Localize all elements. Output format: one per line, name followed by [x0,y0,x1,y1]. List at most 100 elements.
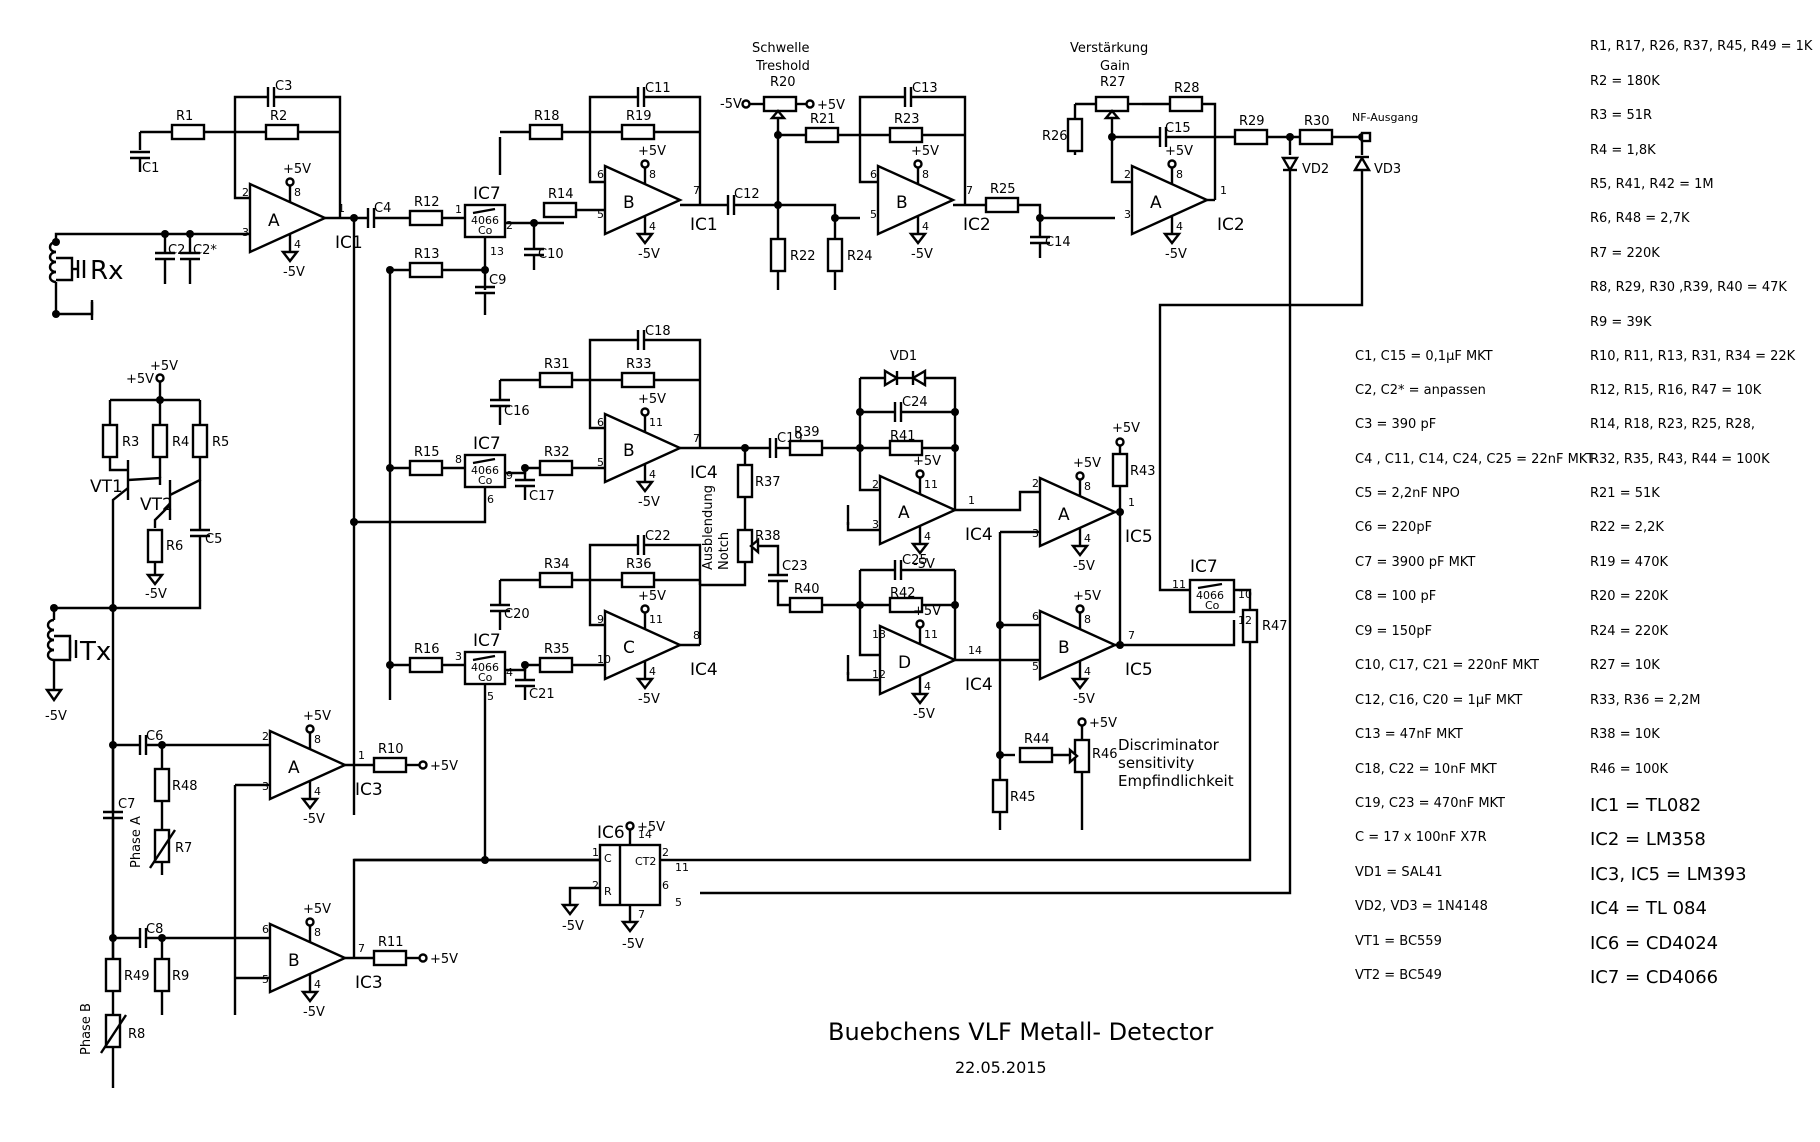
supply-label: -5V [638,247,660,262]
resistor-R9 [153,957,171,993]
label-R43: R43 [1130,464,1156,479]
pin-number: 4 [649,220,656,233]
parts-entry: C5 = 2,2nF NPO [1355,486,1460,501]
wire [1190,620,1236,647]
label-C8: C8 [146,922,163,937]
supply-label: -5V [913,557,935,572]
label-R23: R23 [894,112,920,127]
resistor-R1 [170,123,206,141]
pin-number: 1 [1220,184,1227,197]
parts-entry: C13 = 47nF MKT [1355,727,1463,742]
label-R4: R4 [172,435,189,450]
opamp-ic-label: IC3 [355,780,383,800]
pin-number: 11 [924,628,938,641]
supply-terminal [1077,717,1087,727]
resistor-R15 [408,459,444,477]
wire [776,581,790,607]
label-C25: C25 [902,553,928,568]
switch-part-label: 4066 [471,464,499,477]
label-R18: R18 [534,109,560,124]
label-R1: R1 [176,109,193,124]
opamp-unit-label: A [1150,193,1162,213]
pin-number: 4 [314,978,321,991]
junction-dot [50,604,58,612]
label-VD3: VD3 [1374,162,1401,177]
supply-label: +5V [1165,144,1193,159]
supply-terminal [1115,437,1125,447]
supply-terminal [805,99,815,109]
potentiometer-R27 [1094,95,1130,113]
opamp-unit-label: B [1058,638,1070,658]
resistor-R10 [372,756,408,774]
wire [644,543,702,645]
rx-coil-turn [48,270,57,284]
pin-number: 11 [924,478,938,491]
ground-arrow [145,573,165,586]
supply-terminal [155,373,165,383]
nf-output-terminal [1360,131,1372,143]
parts-entry: R14, R18, R23, R25, R28, [1590,417,1755,432]
label-C9: C9 [489,273,506,288]
resistor-R18 [528,123,564,141]
nf-ausgang-label: NF-Ausgang [1352,111,1418,124]
sensitivity-label: sensitivity [1118,754,1195,772]
label-C22: C22 [645,529,671,544]
label-C19: C19 [777,431,803,446]
ic-entry: IC1 = TL082 [1590,795,1701,816]
label-R47: R47 [1262,619,1288,634]
pin-number: 13 [872,628,886,641]
rx-label: Rx [90,256,123,286]
pin-number: 4 [314,785,321,798]
empfindlichkeit-label: Empfindlichkeit [1118,772,1234,790]
label: 8 [455,453,462,466]
wire [822,603,880,657]
pin-number: 4 [294,238,301,251]
switch-contact [472,207,496,215]
wire [700,562,747,587]
supply-label: +5V [1112,421,1140,436]
switch-part-label: 4066 [1196,589,1224,602]
wire [644,338,702,448]
supply-terminal [915,469,925,479]
pin-number: 7 [358,942,365,955]
supply-label: -5V [283,265,305,280]
label: 3 [455,650,462,663]
label-IC7: IC7 [1190,557,1218,577]
label-C2s: C2* [193,243,217,258]
pin-number: 10 [597,653,611,666]
label-R14: R14 [548,187,574,202]
opamp-IC4B [603,412,683,484]
supply-terminal [1075,604,1085,614]
label: 14 [638,828,652,841]
wire [108,457,128,472]
tx-coil-turn [46,638,55,652]
verstaerkung-label: Verstärkung [1070,41,1148,56]
c-pin-label: C [604,852,612,865]
supply-label: +5V [430,952,458,967]
label-C10: C10 [538,247,564,262]
parts-entry: C18, C22 = 10nF MKT [1355,762,1497,777]
switch-part-label: 4066 [471,661,499,674]
opamp-ic-label: IC2 [963,215,991,235]
resistor-R24 [826,237,844,273]
resistor-R19 [620,123,656,141]
wire [111,487,129,985]
label-R41: R41 [890,429,916,444]
resistor-R5 [191,423,209,459]
ground-arrow [635,480,655,493]
label-R10: R10 [378,742,404,757]
label-C5: C5 [205,532,222,547]
label: 11 [675,861,689,874]
parts-entry: C10, C17, C21 = 220nF MKT [1355,658,1539,673]
wire [56,256,74,282]
wire [562,130,605,184]
parts-entry: R32, R35, R43, R44 = 100K [1590,452,1770,467]
parts-entry: R33, R36 = 2,2M [1590,693,1700,708]
resistor-R49 [104,957,122,993]
parts-entry: C7 = 3900 pF MKT [1355,555,1475,570]
resistor-R28 [1168,95,1204,113]
pin-number: 5 [262,973,269,986]
parts-entry: R4 = 1,8K [1590,143,1656,158]
pin-number: 12 [872,668,886,681]
label: 11 [1172,578,1186,591]
